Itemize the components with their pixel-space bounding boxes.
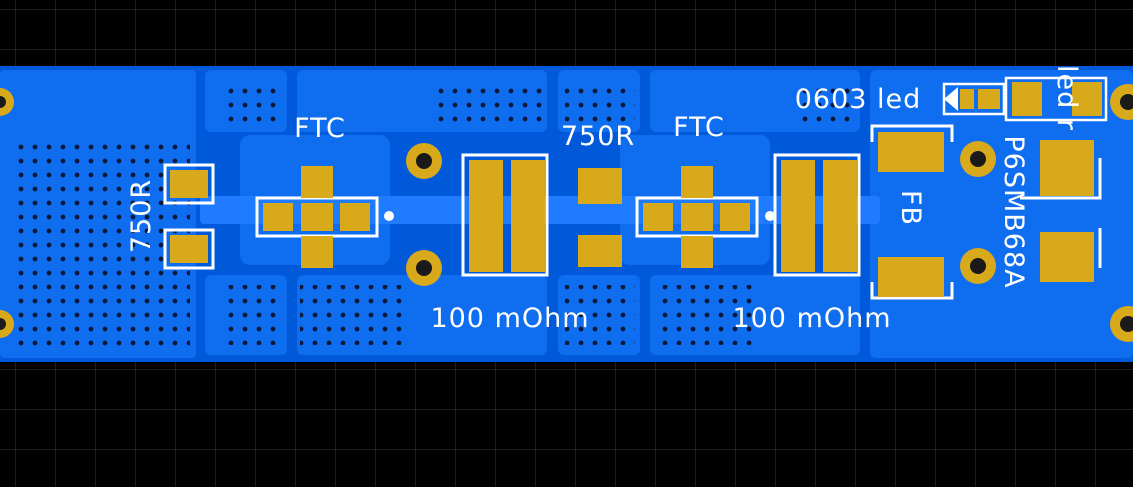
label-ftc1: FTC xyxy=(294,113,346,144)
via-fields xyxy=(10,82,856,350)
label-r1: 750R xyxy=(126,179,157,253)
resistor-r1[interactable] xyxy=(163,163,215,270)
led-resistor[interactable] xyxy=(1004,76,1108,122)
shunt-resistor-2[interactable] xyxy=(773,153,861,277)
label-led-r: led r xyxy=(1051,65,1082,131)
silkscreen-labels: 750R FTC 750R FTC 100 mOhm 100 mOhm 0603… xyxy=(126,65,1082,334)
label-led: 0603 led xyxy=(795,84,922,115)
label-ftc2: FTC xyxy=(673,112,725,143)
label-shunt1: 100 mOhm xyxy=(430,303,589,334)
label-fb: FB xyxy=(895,190,926,226)
shunt-resistor-1[interactable] xyxy=(461,153,549,277)
ftc-component-2[interactable] xyxy=(635,166,759,268)
label-r2: 750R xyxy=(561,121,635,152)
through-hole-vias xyxy=(0,84,1133,342)
label-tvs: P6SMB68A xyxy=(998,135,1029,288)
label-shunt2: 100 mOhm xyxy=(732,303,891,334)
resistor-r2[interactable] xyxy=(578,168,622,267)
ferrite-bead[interactable] xyxy=(870,124,954,300)
ftc-component-1[interactable] xyxy=(255,166,379,268)
tvs-diode[interactable] xyxy=(1020,140,1102,282)
led-0603[interactable] xyxy=(942,82,1006,116)
